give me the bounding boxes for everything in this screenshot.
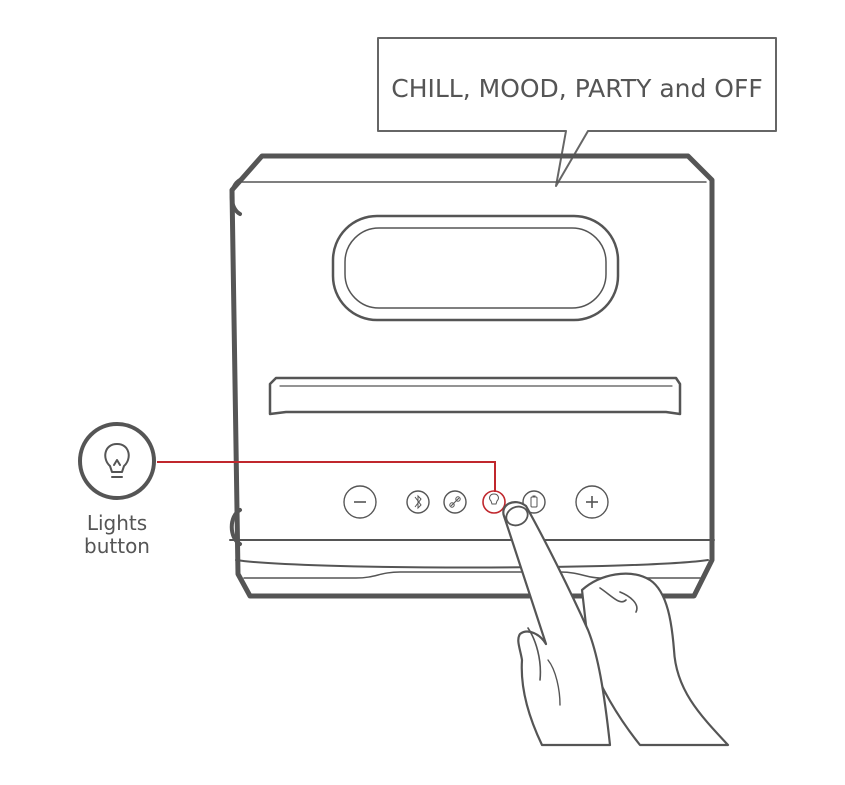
lightbulb-icon xyxy=(104,443,130,478)
callout-bubble: CHILL, MOOD, PARTY and OFF xyxy=(377,37,777,187)
lights-button[interactable] xyxy=(482,490,506,514)
pressing-hand xyxy=(502,501,730,747)
pointing-finger xyxy=(502,501,612,747)
bottom-base-line xyxy=(243,571,701,579)
legend-label-line2: button xyxy=(84,534,150,558)
handle-recess-outer xyxy=(331,214,620,322)
back-hand xyxy=(580,572,730,747)
bluetooth-icon xyxy=(414,494,422,510)
left-top-bump xyxy=(229,178,242,216)
bottom-curve-line xyxy=(235,559,709,569)
handle-recess-inner xyxy=(344,227,607,309)
lightbulb-icon xyxy=(489,493,499,505)
left-bottom-bump xyxy=(229,508,242,546)
volume-up-button[interactable] xyxy=(575,485,609,519)
callout-text: CHILL, MOOD, PARTY and OFF xyxy=(391,74,762,103)
battery-button[interactable] xyxy=(522,490,546,514)
speaker-outer-shell xyxy=(229,153,715,599)
fingernail xyxy=(505,505,529,527)
speaker-body xyxy=(229,153,715,599)
bluetooth-button[interactable] xyxy=(406,490,430,514)
lights-pointer-line xyxy=(157,461,496,492)
volume-down-button[interactable] xyxy=(343,485,377,519)
link-icon xyxy=(450,497,460,507)
control-panel xyxy=(343,485,609,519)
lights-legend: Lights button xyxy=(78,422,156,558)
middle-slot xyxy=(268,376,682,416)
legend-label-line1: Lights xyxy=(87,511,147,535)
link-button[interactable] xyxy=(443,490,467,514)
